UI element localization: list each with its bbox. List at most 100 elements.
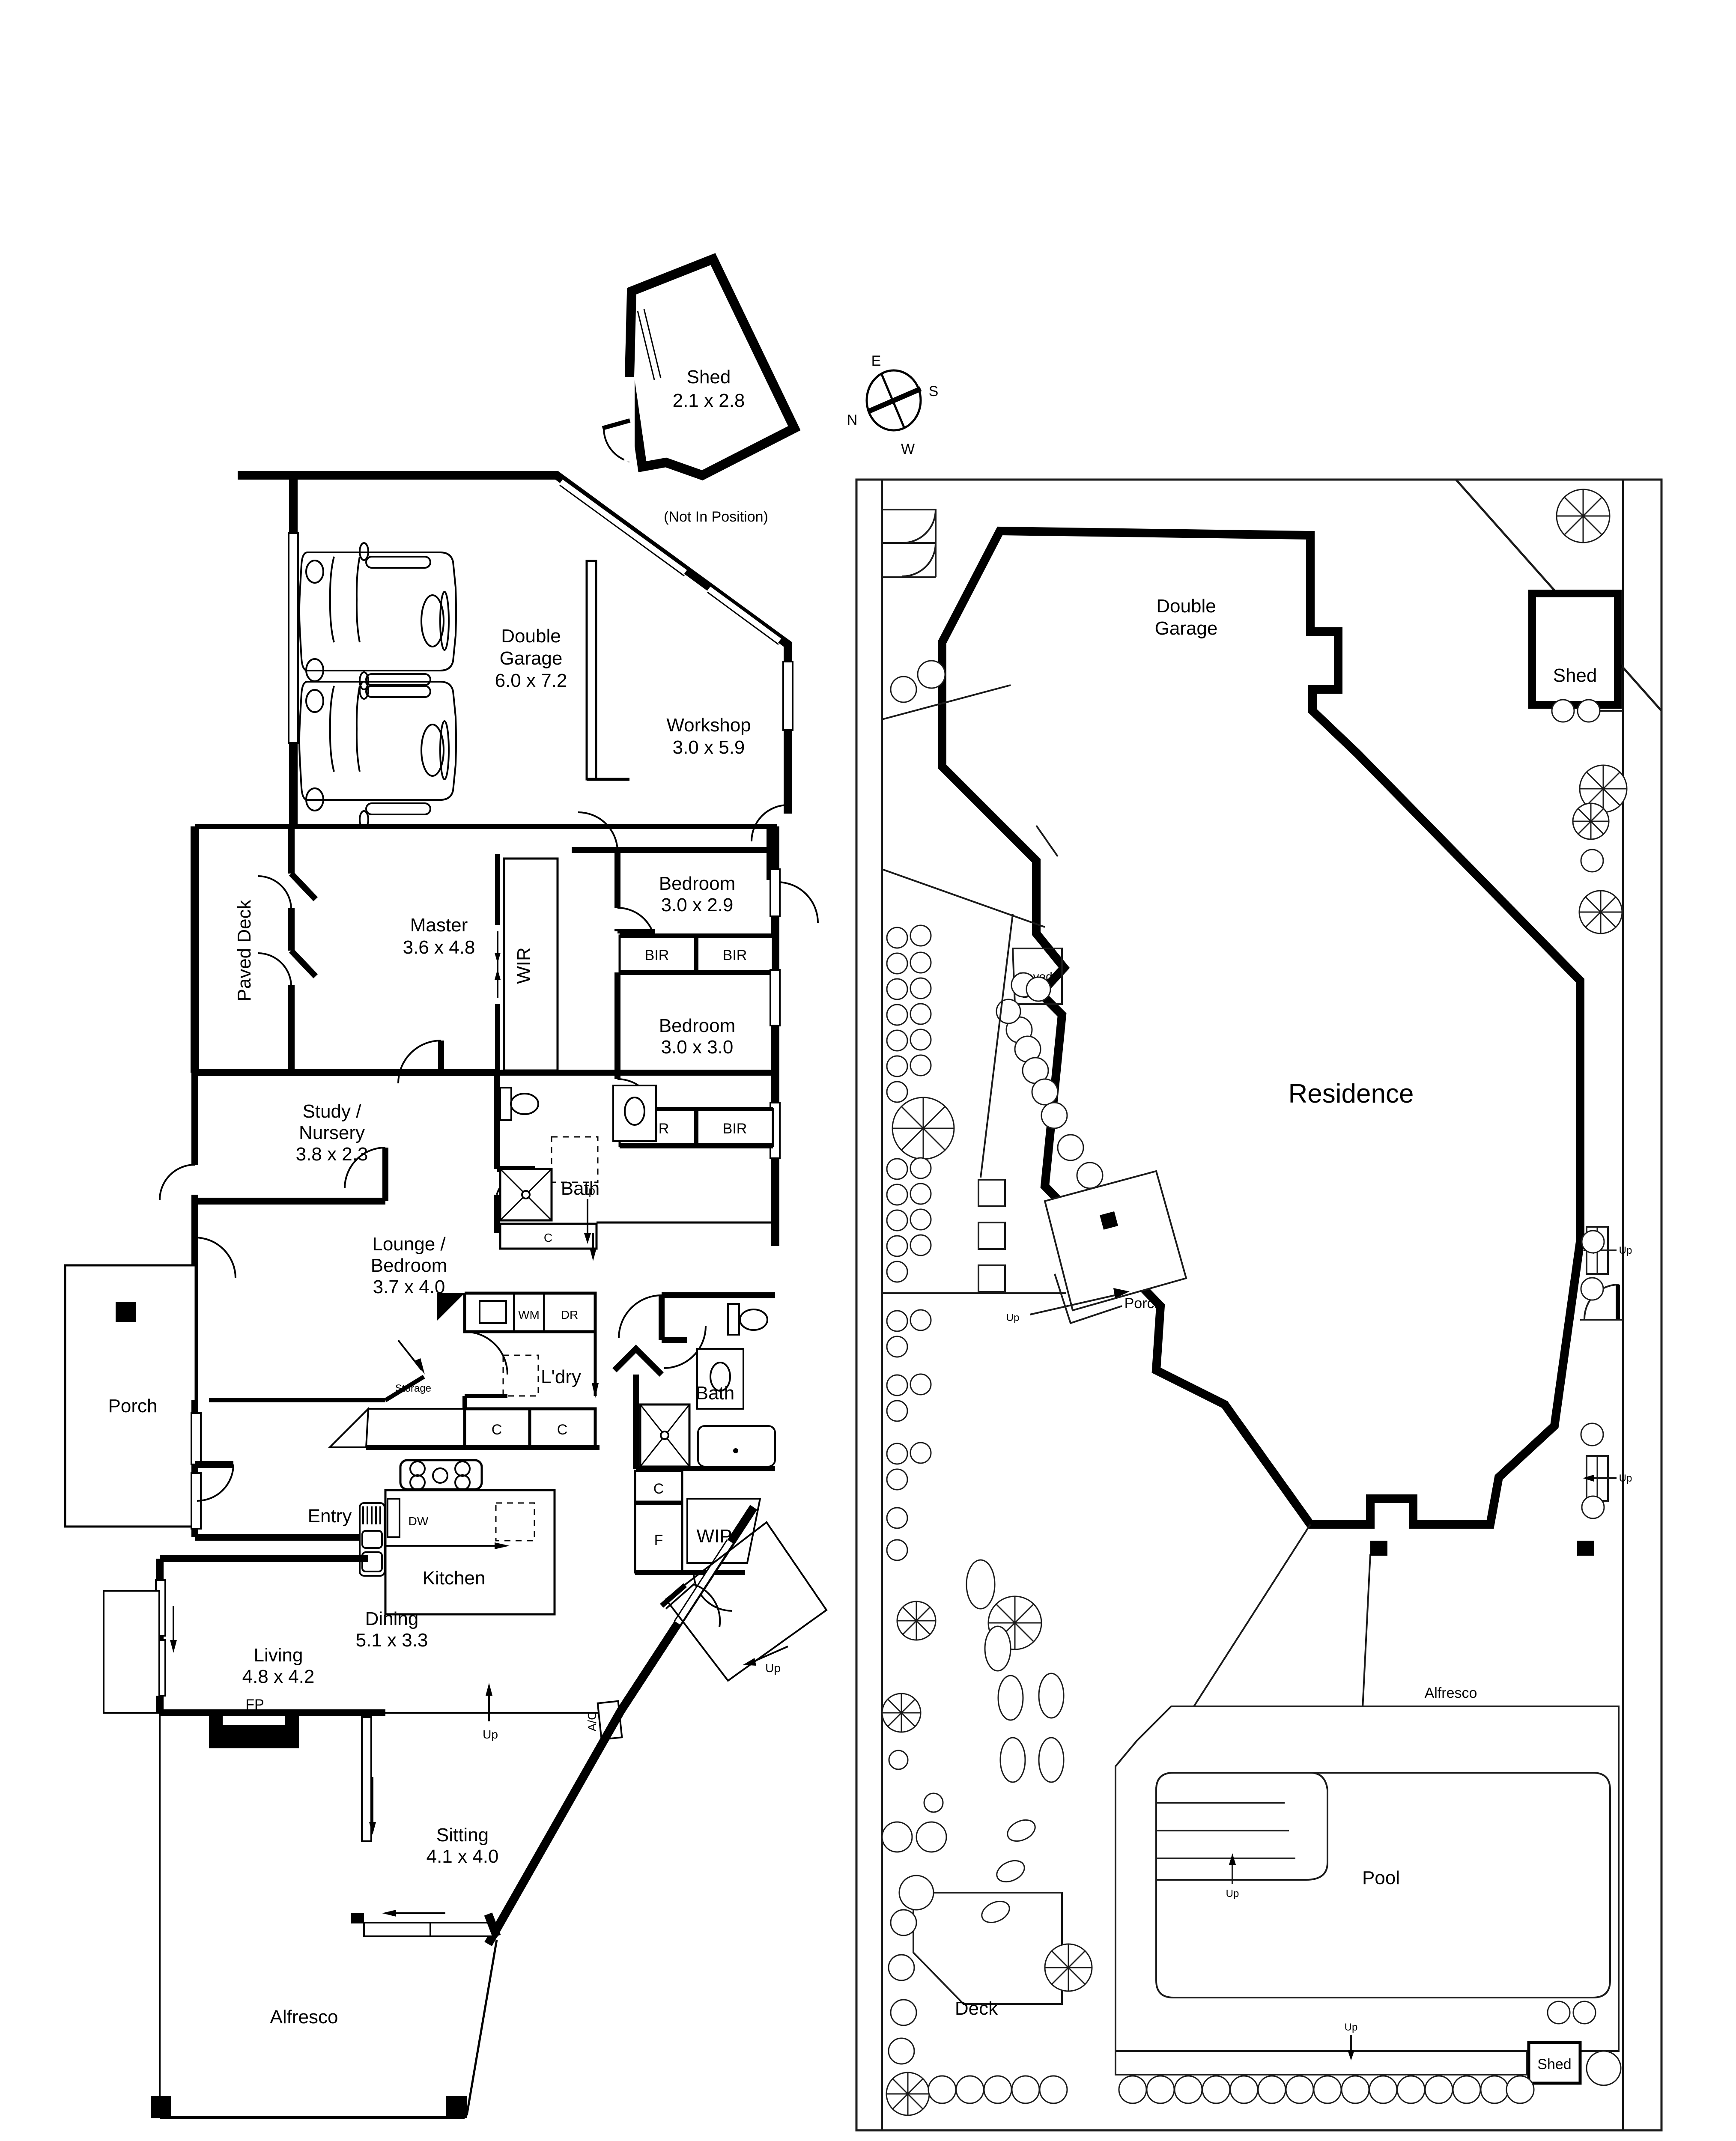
wir-label: WIR bbox=[513, 947, 534, 984]
tree-icon-large-4 bbox=[1578, 890, 1623, 934]
shed-window-line-a bbox=[637, 310, 655, 380]
site-porch-steps bbox=[1054, 1273, 1122, 1324]
washing-machine-label: WM bbox=[518, 1308, 540, 1321]
floor-plan: Double Garage 6.0 x 7.2 Workshop 3.0 x 5… bbox=[64, 471, 828, 2119]
bath-cupboard bbox=[499, 1223, 598, 1250]
shed-dimensions: 2.1 x 2.8 bbox=[673, 390, 745, 411]
laundry-arrow bbox=[592, 1383, 599, 1398]
pool-steps-area bbox=[1155, 1772, 1328, 1881]
site-alfresco-post-a bbox=[1370, 1541, 1387, 1556]
hall-door-arc bbox=[397, 1040, 441, 1084]
lounge-dimensions: 3.7 x 4.0 bbox=[373, 1276, 445, 1297]
shed-not-in-position-note: (Not In Position) bbox=[664, 509, 768, 525]
driveway-corner bbox=[1035, 825, 1059, 857]
living-wing-group: Living 4.8 x 4.2 FP Dining 5.1 x 3.3 Up … bbox=[103, 1505, 828, 2119]
bath-label-top: Bath bbox=[561, 1178, 600, 1199]
site-walkway bbox=[1115, 2050, 1527, 2075]
garage-window-upper bbox=[559, 479, 687, 576]
storage-label: Storage bbox=[395, 1383, 431, 1394]
bedroom3-dimensions: 3.0 x 3.0 bbox=[661, 1037, 734, 1058]
site-deck-outline bbox=[913, 1892, 1063, 2005]
double-garage-label-line2: Garage bbox=[500, 648, 563, 669]
garage-workshop-group: Double Garage 6.0 x 7.2 Workshop 3.0 x 5… bbox=[238, 471, 793, 842]
deck-slider-2 bbox=[289, 948, 318, 978]
hall-door-swing bbox=[777, 881, 819, 923]
car-icon-2 bbox=[298, 671, 457, 829]
compass-rose: E N S W bbox=[847, 353, 939, 457]
dishwasher-icon bbox=[387, 1498, 400, 1538]
site-porch-label: Porch bbox=[1125, 1295, 1163, 1312]
dining-label: Dining bbox=[365, 1608, 419, 1629]
wip-outline bbox=[686, 1498, 761, 1564]
workshop-label: Workshop bbox=[666, 715, 751, 736]
bedroom2-label: Bedroom bbox=[659, 873, 736, 894]
shed-label: Shed bbox=[687, 367, 731, 388]
alfresco-post-right bbox=[446, 2096, 467, 2118]
study-label-line2: Nursery bbox=[299, 1122, 365, 1143]
sitting-arrow-head bbox=[369, 1822, 376, 1835]
laundry-dashed-area bbox=[502, 1354, 539, 1397]
bedroom2-window bbox=[770, 868, 781, 917]
study-door-swing bbox=[159, 1164, 195, 1200]
tree-icon-large-9 bbox=[1044, 1943, 1093, 1992]
bir-label-4: BIR bbox=[723, 1121, 747, 1137]
laundry-corner-wedge bbox=[437, 1293, 465, 1321]
shrub-column-left bbox=[881, 924, 947, 2065]
bedroom2-dimensions: 3.0 x 2.9 bbox=[661, 895, 734, 915]
diagonal-door-swing bbox=[665, 1583, 721, 1628]
dishwasher-label: DW bbox=[409, 1515, 429, 1528]
compass-circle bbox=[865, 369, 922, 432]
cupboard-label-1: C bbox=[544, 1231, 552, 1244]
wir-arrow-up bbox=[495, 969, 501, 980]
study-dimensions: 3.8 x 2.3 bbox=[296, 1144, 368, 1165]
lounge-door-swing bbox=[194, 1237, 236, 1279]
living-label: Living bbox=[254, 1645, 303, 1666]
shrub-driveway bbox=[890, 660, 946, 703]
cooktop-burner-5 bbox=[432, 1467, 448, 1484]
hedge-row-bottom bbox=[928, 2001, 1622, 2104]
porch-post bbox=[116, 1302, 136, 1322]
compass-west-label: W bbox=[901, 441, 915, 457]
lounge-label-line1: Lounge / bbox=[372, 1234, 446, 1255]
site-boundary bbox=[855, 478, 1663, 2132]
diagonal-slider-a bbox=[674, 1539, 728, 1622]
garage-window-upper-a bbox=[559, 484, 685, 577]
tree-icon-large-3 bbox=[1572, 802, 1610, 840]
master-label: Master bbox=[410, 915, 468, 936]
detached-shed-group: Shed 2.1 x 2.8 (Not In Position) bbox=[602, 253, 801, 525]
kitchen-label: Kitchen bbox=[423, 1568, 486, 1589]
shrub-cluster-right bbox=[1551, 699, 1605, 1519]
alfresco-post-left bbox=[151, 2096, 171, 2118]
site-shed-south-label: Shed bbox=[1537, 2056, 1571, 2072]
site-porch-step-arrow bbox=[1029, 1292, 1125, 1315]
diagonal-slider-gap bbox=[674, 1539, 733, 1625]
bedroom3-label: Bedroom bbox=[659, 1015, 736, 1036]
mid-house-group: Lounge / Bedroom 3.7 x 4.0 Porch Entry bbox=[64, 1203, 776, 1616]
study-label-line1: Study / bbox=[303, 1101, 362, 1122]
dining-dimensions: 5.1 x 3.3 bbox=[356, 1630, 428, 1651]
living-bay bbox=[103, 1590, 160, 1714]
bath2-toilet-cistern bbox=[727, 1303, 740, 1336]
shed-door-leaf bbox=[602, 418, 631, 430]
angled-deck-arrow-line bbox=[753, 1646, 788, 1662]
lounge-label-line2: Bedroom bbox=[371, 1255, 447, 1276]
porch-window-a bbox=[191, 1412, 202, 1465]
tree-icon-large-1 bbox=[1556, 489, 1611, 543]
lounge-chamfer bbox=[384, 1375, 425, 1402]
workshop-door-swing bbox=[751, 804, 788, 842]
bathtub bbox=[697, 1425, 776, 1467]
paved-deck-label: Paved Deck bbox=[234, 899, 255, 1001]
bir-label-1: BIR bbox=[645, 947, 669, 963]
living-arrow-head bbox=[170, 1640, 177, 1653]
workshop-window bbox=[782, 661, 793, 731]
garage-door bbox=[288, 532, 299, 744]
site-porch-post bbox=[1100, 1211, 1119, 1230]
garage-window-lower-b bbox=[710, 585, 782, 639]
bath2-door-swing-top bbox=[618, 1294, 662, 1339]
toilet-bowl bbox=[510, 1093, 539, 1115]
site-porch-outline bbox=[1044, 1170, 1187, 1312]
shed-window bbox=[636, 309, 659, 380]
bath2-angled-wall bbox=[612, 1345, 664, 1377]
angled-deck-arrow-head bbox=[743, 1658, 756, 1666]
